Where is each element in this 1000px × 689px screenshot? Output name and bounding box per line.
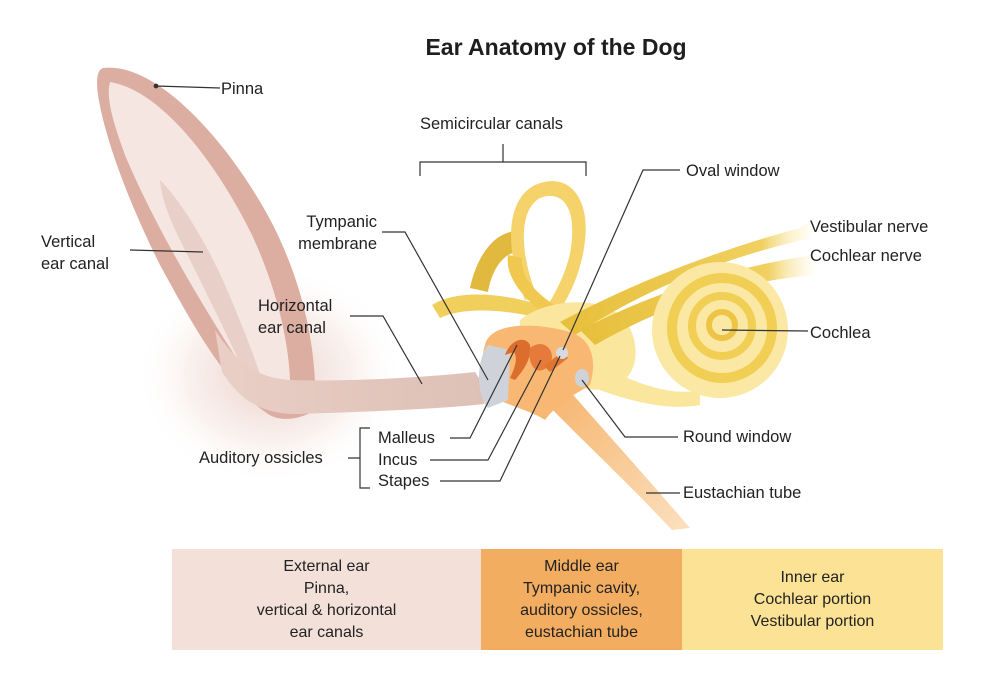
leader-oval-window: [562, 169, 680, 351]
label-malleus: Malleus: [378, 429, 435, 447]
label-tympanic-membrane: Tympanic membrane: [284, 211, 377, 255]
label-line: Tympanic: [306, 213, 377, 231]
dot-pinna: [153, 83, 159, 89]
tympanic-membrane-shape: [479, 345, 510, 408]
label-cochlear-nerve: Cochlear nerve: [810, 247, 922, 265]
legend-middle-ear: Middle ear Tympanic cavity, auditory oss…: [481, 549, 682, 650]
round-window-shape: [575, 369, 589, 387]
legend-heading: Inner ear: [780, 568, 845, 586]
label-line: Vertical: [41, 233, 96, 251]
leader-incus: [430, 359, 542, 461]
leader-vertical-canal: [129, 249, 204, 253]
label-vestibular-nerve: Vestibular nerve: [810, 218, 929, 236]
leader-lines: [129, 83, 809, 494]
ossicles-bracket: [348, 427, 370, 489]
cochlea-duct: [600, 370, 700, 407]
label-pinna: Pinna: [221, 80, 264, 98]
malleus-shape: [505, 339, 531, 380]
label-stapes: Stapes: [378, 472, 430, 490]
label-semicircular-canals: Semicircular canals: [420, 115, 564, 133]
label-auditory-ossicles: Auditory ossicles: [199, 449, 323, 467]
label-line: Horizontal: [258, 297, 333, 315]
legend-external-ear: External ear Pinna, vertical & horizonta…: [172, 549, 481, 650]
vestibular-nerve-shape: [560, 220, 812, 335]
lateral-canal: [432, 294, 540, 318]
legend-line: eustachian tube: [525, 623, 638, 641]
cochlea-ring-1: [667, 273, 777, 383]
label-line: ear canal: [258, 319, 326, 337]
legend-heading: Middle ear: [544, 557, 619, 575]
label-line: membrane: [298, 235, 377, 253]
anterior-canal: [507, 255, 556, 315]
leader-round-window: [581, 379, 678, 438]
legend-line: ear canals: [289, 623, 364, 641]
label-line: ear canal: [41, 255, 109, 273]
incus-shape: [529, 344, 552, 371]
legend-line: vertical & horizontal: [256, 601, 397, 619]
label-vertical-ear-canal: Vertical ear canal: [41, 231, 109, 275]
legend-inner-ear: Inner ear Cochlear portion Vestibular po…: [682, 549, 943, 650]
legend-heading: External ear: [283, 557, 370, 575]
leader-malleus: [450, 344, 518, 439]
leader-stapes: [440, 355, 561, 482]
oval-window-shape: [556, 347, 568, 359]
legend-line: auditory ossicles,: [520, 601, 643, 619]
label-oval-window: Oval window: [686, 162, 780, 180]
label-cochlea: Cochlea: [810, 324, 871, 342]
leader-pinna: [155, 85, 221, 89]
label-horizontal-ear-canal: Horizontal ear canal: [258, 295, 332, 339]
cochlea-ring-3: [706, 309, 738, 341]
legend-line: Vestibular portion: [750, 612, 875, 630]
legend-line: Cochlear portion: [753, 590, 872, 608]
label-eustachian-tube: Eustachian tube: [683, 484, 802, 502]
semicircular-bracket: [419, 144, 587, 176]
ear-canal-shape: [215, 330, 488, 415]
cochlea-ring-2: [688, 292, 756, 360]
legend-line: Tympanic cavity,: [522, 579, 641, 597]
page-title: Ear Anatomy of the Dog: [425, 34, 687, 60]
superior-canal: [511, 181, 586, 310]
label-incus: Incus: [378, 451, 418, 469]
legend-line: Pinna,: [303, 579, 350, 597]
leader-horizontal-canal: [350, 315, 423, 385]
posterior-canal: [470, 231, 522, 292]
label-round-window: Round window: [683, 428, 792, 446]
leader-cochlea: [721, 329, 809, 332]
leader-tympanic: [382, 231, 489, 381]
pinna-cartilage-fold: [160, 180, 262, 385]
